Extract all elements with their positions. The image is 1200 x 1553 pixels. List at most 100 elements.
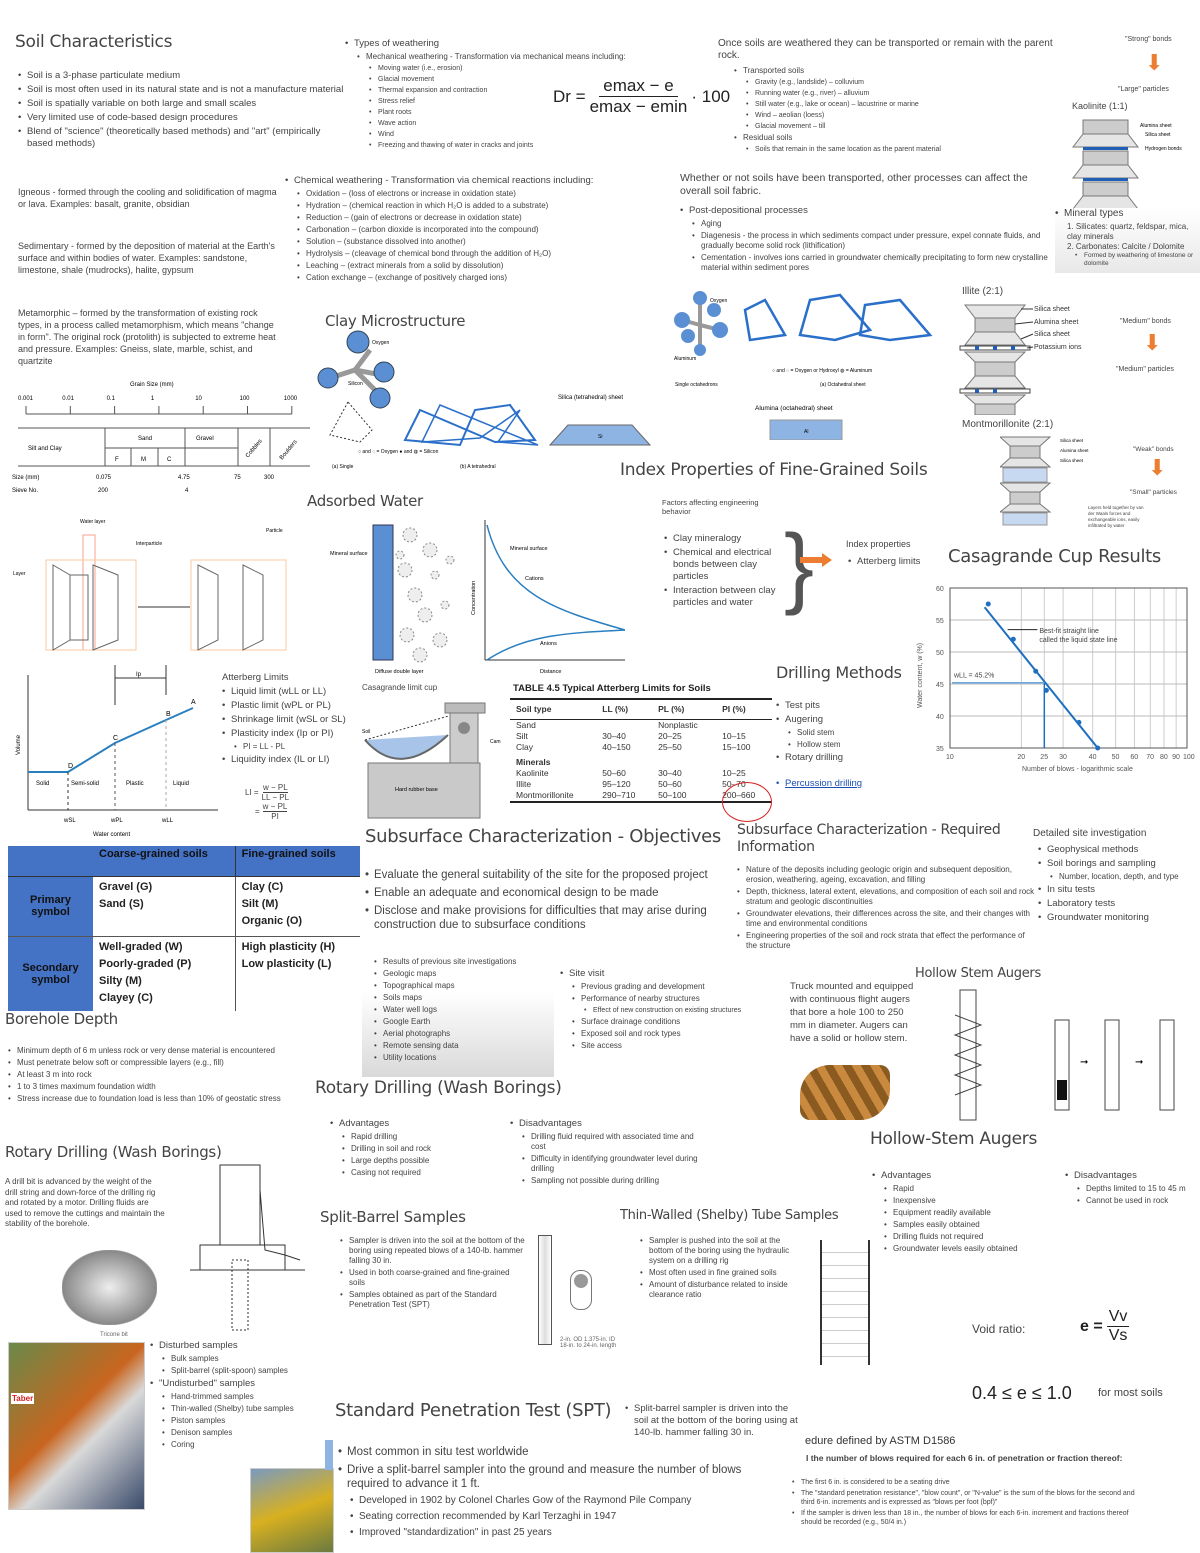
svg-text:Mineral surface: Mineral surface — [330, 551, 368, 557]
svg-text:0.075: 0.075 — [96, 475, 112, 481]
list-item: Drive a split-barrel sampler into the gr… — [338, 1463, 758, 1491]
list-item: Exposed soil and rock types — [572, 1029, 800, 1039]
list-item: Mechanical weathering - Transformation v… — [357, 52, 715, 62]
list-item: Wave action — [369, 119, 715, 128]
y-tick-label: 45 — [936, 682, 944, 689]
svg-text:C: C — [113, 735, 118, 742]
mineral-types-box: Mineral types 1. Silicates: quartz, feld… — [1055, 208, 1200, 273]
list-item: Minimum depth of 6 m unless rock or very… — [8, 1046, 318, 1056]
list-item: Sampler is driven into the soil at the b… — [340, 1236, 525, 1266]
soil-symbol: Well-graded (W) — [99, 940, 183, 953]
ion — [417, 607, 433, 623]
list-item: Geophysical methods — [1038, 844, 1200, 856]
list-item: Aging — [692, 219, 1050, 229]
svg-text:Alumina sheet: Alumina sheet — [1034, 319, 1078, 326]
list-item: Cementation - involves ions carried in g… — [692, 253, 1050, 273]
borehole-depth-title: Borehole Depth — [5, 1010, 118, 1028]
list-item: Difficulty in identifying groundwater le… — [522, 1154, 710, 1174]
list-item: Freezing and thawing of water in cracks … — [369, 141, 715, 150]
svg-text:300: 300 — [264, 475, 275, 481]
svg-text:➞: ➞ — [1080, 1057, 1088, 1068]
list-item: Thermal expansion and contraction — [369, 86, 715, 95]
list-item: Running water (e.g., river) – alluvium — [746, 89, 1052, 98]
list-item: Water well logs — [374, 1005, 554, 1015]
arrow-down-icon: ⬇ — [1145, 50, 1164, 75]
table-cell: 20–25 — [658, 731, 682, 741]
auger-disadvantages-list: DisadvantagesDepths limited to 15 to 45 … — [1065, 1170, 1200, 1208]
list-item: Groundwater monitoring — [1038, 912, 1200, 924]
list-item: Moving water (i.e., erosion) — [369, 64, 715, 73]
arrow-right-icon — [800, 553, 832, 567]
grain-tick-label: 1000 — [284, 396, 298, 402]
list-item: Soil borings and sampling — [1038, 858, 1200, 870]
drilling-list: Test pitsAugeringSolid stemHollow stemRo… — [776, 700, 906, 766]
list-item: Engineering properties of the soil and r… — [737, 931, 1037, 951]
svg-text:F: F — [115, 457, 119, 463]
svg-text:○ and ◌ = Oxygen or Hydroxyl: ○ and ◌ = Oxygen or Hydroxyl ◍ = Aluminu… — [772, 368, 872, 374]
ion — [430, 570, 440, 580]
chart-title: Casagrande Cup Results — [948, 546, 1162, 567]
detailed-investigation-title: Detailed site investigation — [1033, 828, 1147, 839]
list-item: Very limited use of code-based design pr… — [18, 112, 348, 124]
medium-particles-label: "Medium" particles — [1116, 366, 1174, 373]
soil-symbol: Organic (O) — [241, 914, 303, 927]
list-item: Amount of disturbance related to inside … — [640, 1280, 800, 1300]
ion — [440, 600, 450, 610]
brace: } — [784, 517, 815, 617]
table-cell: Montmorillonite — [516, 790, 574, 800]
list-item: Chemical and electrical bonds between cl… — [664, 547, 784, 583]
x-tick-label: 10 — [946, 754, 954, 761]
soil-symbol: Gravel (G) — [99, 880, 153, 893]
list-item: Soils maps — [374, 993, 554, 1003]
auger-description: Truck mounted and equipped with continuo… — [790, 981, 914, 1044]
table-cell: Sand — [516, 720, 536, 730]
adsorbed-water-title: Adsorbed Water — [307, 492, 423, 510]
list-item: Gravity (e.g., landslide) – colluvium — [746, 78, 1052, 87]
svg-text:4: 4 — [185, 488, 189, 494]
svg-text:Alumina sheet: Alumina sheet — [1140, 123, 1172, 129]
list-item: The first 6 in. is considered to be a se… — [792, 1478, 1140, 1487]
strong-bonds-label: "Strong" bonds — [1125, 36, 1172, 43]
list-item: Stress increase due to foundation load i… — [8, 1094, 318, 1104]
list-item: Split-barrel sampler is driven into the … — [625, 1403, 805, 1439]
svg-text:Soil: Soil — [362, 729, 370, 735]
kaolinite-title: Kaolinite (1:1) — [1072, 101, 1128, 111]
x-tick-label: 40 — [1089, 754, 1097, 761]
list-item: Blend of "science" (theoretically based … — [18, 126, 348, 150]
objectives-title: Subsurface Characterization - Objectives — [365, 826, 721, 847]
data-point — [1010, 636, 1016, 642]
y-tick-label: 40 — [936, 714, 944, 721]
chemical-weathering-list: Chemical weathering - Transformation via… — [285, 175, 685, 285]
list-item: Bulk samples — [162, 1354, 330, 1364]
list-item: Used in both coarse-grained and fine-gra… — [340, 1268, 525, 1288]
svg-text:Alumina (octahedral) sheet: Alumina (octahedral) sheet — [755, 405, 833, 412]
list-item: Most common in situ test worldwide — [338, 1445, 758, 1459]
list-item: Plastic limit (wPL or PL) — [222, 700, 362, 712]
list-item: Glacial movement – till — [746, 122, 1052, 131]
arrow-down-icon: ⬇ — [1143, 330, 1162, 355]
table-cell — [596, 720, 652, 732]
list-item: Casing not required — [342, 1168, 500, 1178]
list-item: Hand-trimmed samples — [162, 1392, 330, 1402]
soil-symbol: Sand (S) — [99, 897, 144, 910]
list-item: Remote sensing data — [374, 1041, 554, 1051]
table-cell: 15–100 — [722, 742, 751, 752]
list-item: Most often used in fine grained soils — [640, 1268, 800, 1278]
list-item: Disturbed samples — [150, 1340, 330, 1352]
x-tick-label: 80 — [1160, 754, 1168, 761]
sources-list: Results of previous site investigationsG… — [362, 955, 554, 1077]
data-point — [1033, 668, 1039, 674]
index-properties-title: Index Properties of Fine-Grained Soils — [620, 460, 928, 480]
svg-text:200: 200 — [98, 488, 109, 494]
svg-text:Cam: Cam — [490, 739, 501, 745]
percussion-drilling-link[interactable]: Percussion drilling — [776, 778, 1200, 790]
ion — [407, 587, 423, 603]
soil-symbol: Clayey (C) — [99, 991, 153, 1004]
samples-list: Disturbed samplesBulk samplesSplit-barre… — [150, 1340, 330, 1452]
list-item: At least 3 m into rock — [8, 1070, 318, 1080]
